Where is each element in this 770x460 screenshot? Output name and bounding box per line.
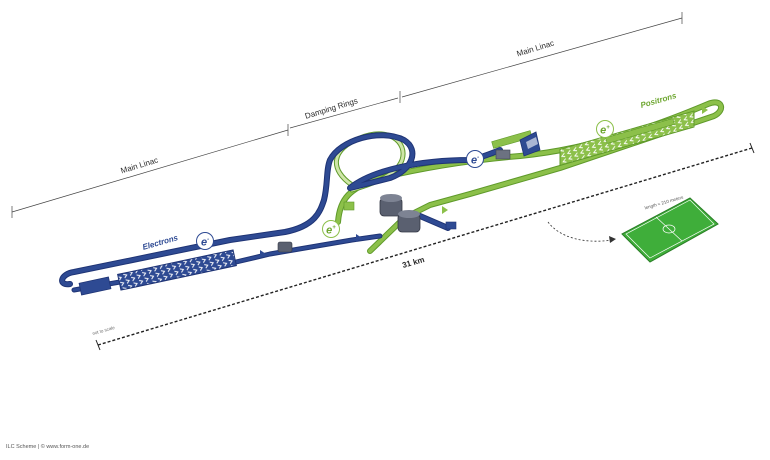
electron-source [495,131,541,160]
positron-transfer-section [605,118,675,144]
positron-badge-main: e+ [596,120,614,138]
beam-direction-arrows [260,106,708,258]
scale-arrow-head [609,236,616,243]
electron-main-linac [117,249,237,291]
electron-badge-source: e- [466,150,484,168]
section-dimension-lines [11,12,683,218]
length-measure-line [95,142,755,351]
positron-main-linac [559,110,695,167]
electron-beamline [59,132,503,293]
soccer-field-scale [621,197,719,263]
image-credit: ILC Scheme | © www.form-one.de [6,444,90,450]
positron-source-undulator [491,130,533,149]
electron-badge-main: e- [196,232,214,250]
scale-curved-arrow [547,221,613,242]
electron-bunch-compressor [78,276,112,296]
positron-badge-source: e+ [322,220,340,238]
interaction-region [277,194,457,253]
